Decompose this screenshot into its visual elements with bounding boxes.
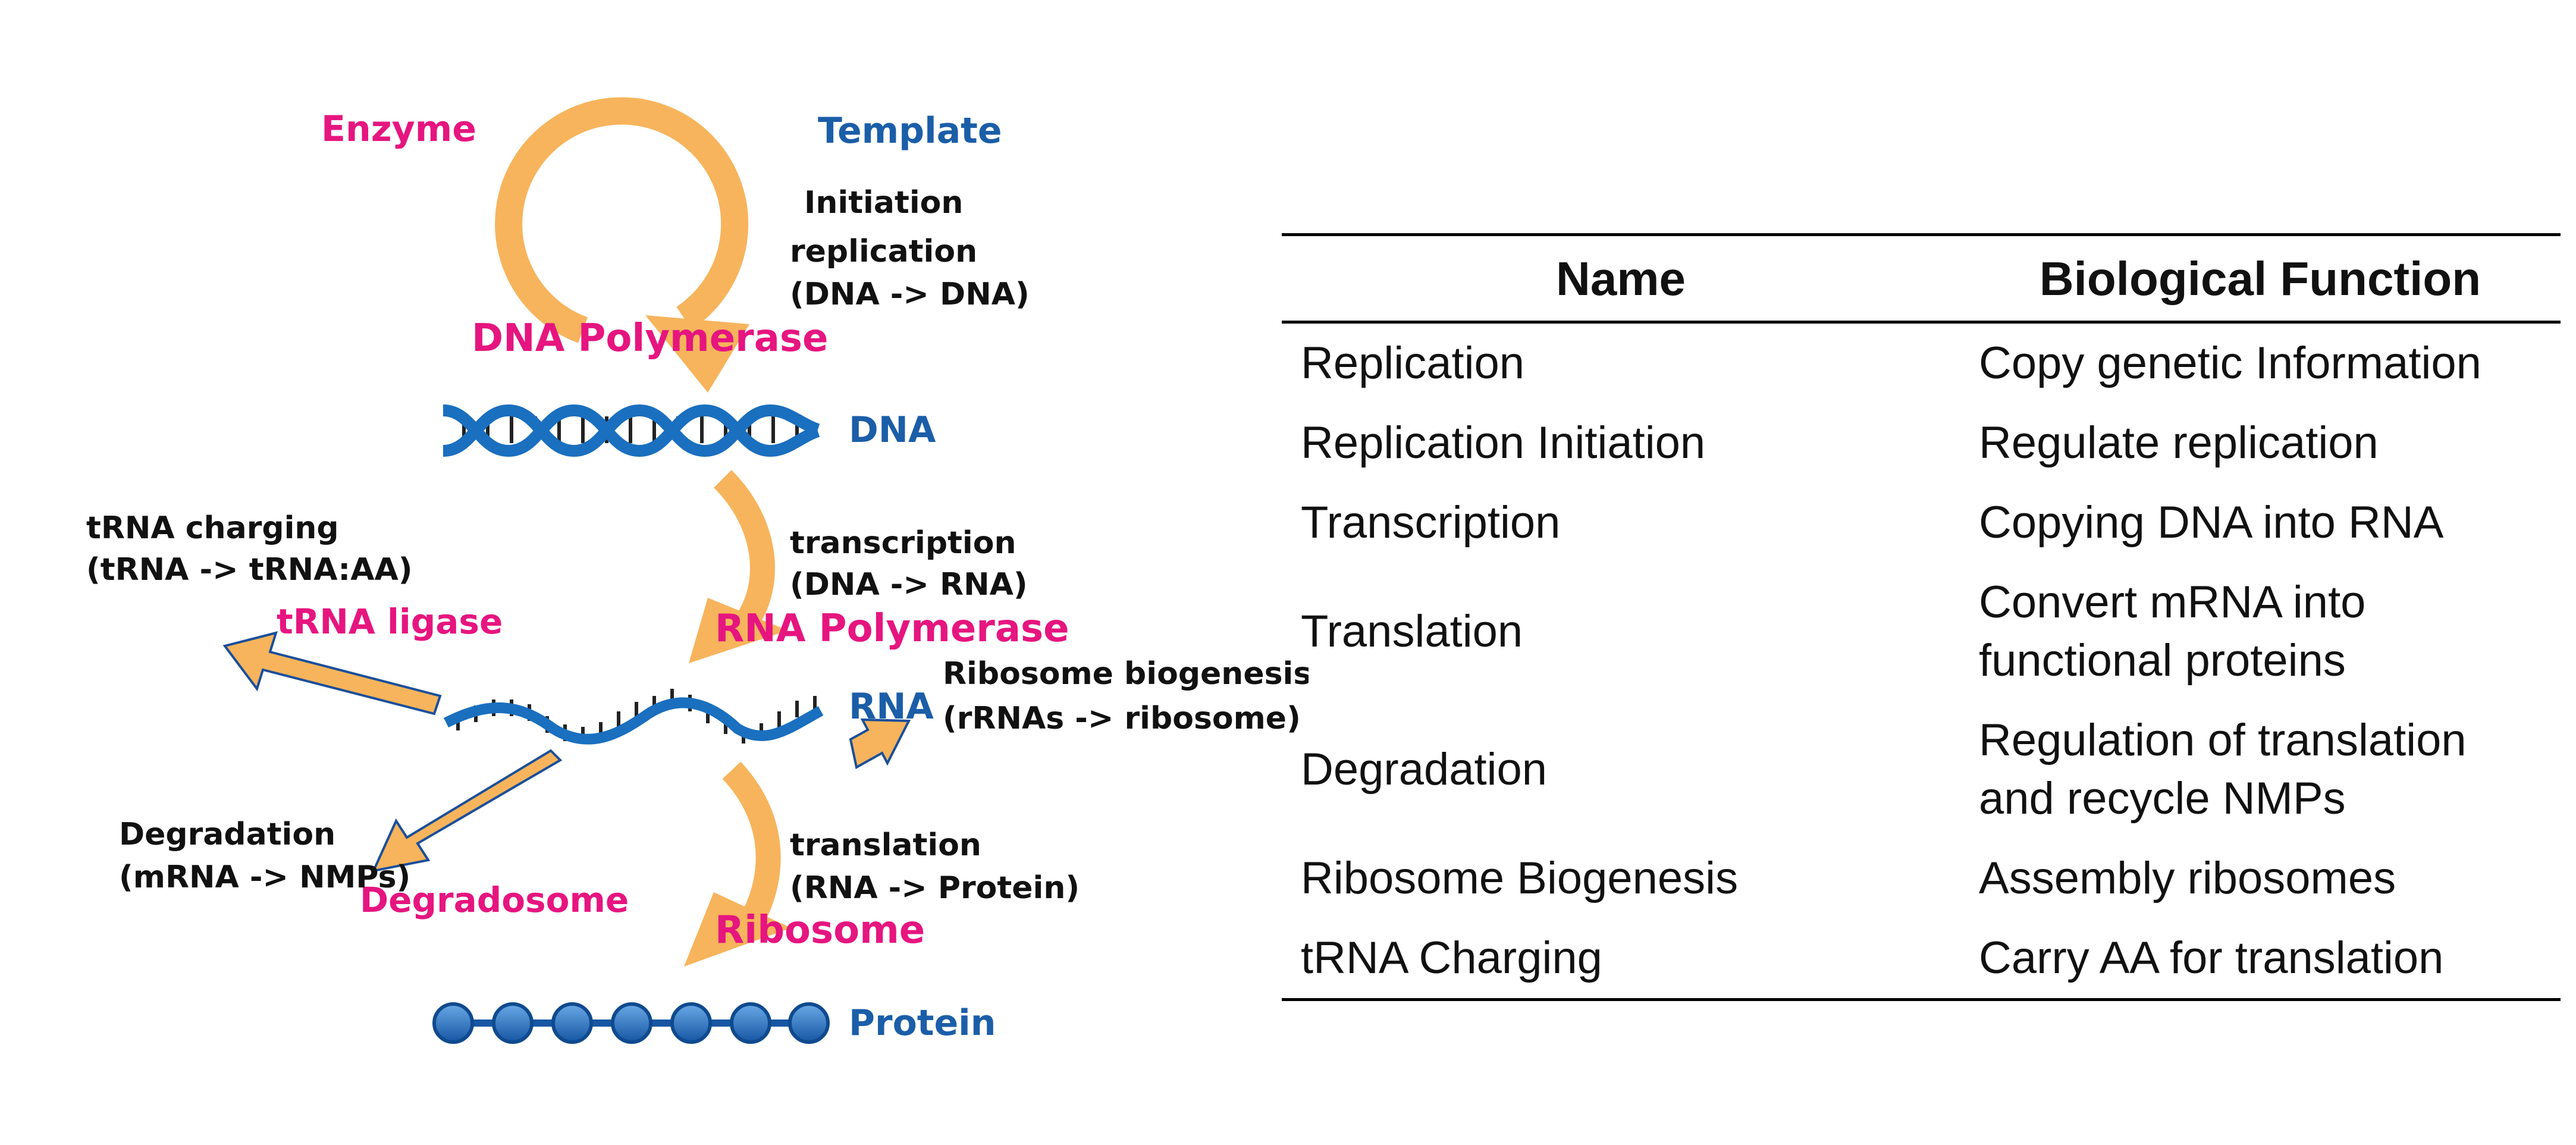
ribosome-biogenesis-process-label: (rRNAs -> ribosome)	[943, 701, 1301, 736]
function-cell: Regulation of translation and recycle NMP…	[1960, 701, 2561, 839]
degradosome-label: Degradosome	[360, 880, 629, 920]
function-cell: Copying DNA into RNA	[1960, 483, 2561, 563]
template-header: Template	[818, 110, 1002, 152]
function-line: Regulation of translation	[1979, 715, 2467, 766]
function-cell: Convert mRNA into functional proteins	[1960, 563, 2561, 701]
table-header-row: Name Biological Function	[1282, 233, 2561, 324]
name-cell: Degradation	[1301, 744, 1548, 795]
trna-ligase-label: tRNA ligase	[277, 601, 503, 642]
function-column-header: Biological Function	[1960, 233, 2561, 324]
name-cell: Transcription	[1301, 497, 1561, 548]
central-dogma-diagram: Enzyme Template Initiation replication (…	[86, 97, 1309, 1044]
translation-arrow	[722, 761, 781, 925]
function-line: and recycle NMPs	[1979, 773, 2346, 824]
enzyme-header: Enzyme	[321, 108, 476, 150]
replication-process-label: (DNA -> DNA)	[790, 277, 1030, 312]
function-line: Copying DNA into RNA	[1979, 497, 2444, 548]
table-row: Replication Copy genetic Information	[1282, 322, 2561, 404]
protein-bead-chain	[432, 1002, 830, 1044]
ribosome-biogenesis-arrow	[849, 718, 911, 770]
transcription-arrow	[713, 470, 775, 629]
function-line: Convert mRNA into	[1979, 577, 2366, 628]
function-table: Name Biological Function Replication Cop…	[1282, 233, 2561, 1001]
function-line: Assembly ribosomes	[1979, 853, 2396, 904]
replication-loop-arrow	[495, 97, 749, 343]
trna-ligase-arrow	[222, 631, 442, 716]
table-row: tRNA Charging Carry AA for translation	[1282, 918, 2561, 1001]
dna-label: DNA	[849, 409, 936, 451]
name-cell: Ribosome Biogenesis	[1301, 853, 1739, 904]
transcription-process-label: (DNA -> RNA)	[790, 567, 1028, 603]
table-row: Transcription Copying DNA into RNA	[1282, 483, 2561, 563]
degradation-label: Degradation	[119, 817, 335, 852]
dna-double-helix	[443, 404, 820, 457]
replication-label: replication	[790, 234, 977, 269]
function-line: functional proteins	[1979, 635, 2346, 686]
function-cell: Copy genetic Information	[1960, 322, 2561, 404]
translation-label: translation	[790, 827, 981, 863]
table-row: Degradation Regulation of translation and…	[1282, 701, 2561, 839]
function-cell: Carry AA for translation	[1960, 918, 2561, 1001]
ribosome-label: Ribosome	[715, 908, 925, 952]
function-line: Copy genetic Information	[1979, 338, 2481, 388]
trna-charging-process-label: (tRNA -> tRNA:AA)	[86, 552, 412, 588]
dna-polymerase-label: DNA Polymerase	[472, 316, 828, 360]
name-cell: tRNA Charging	[1282, 918, 1960, 1001]
table-row: Replication Initiation Regulate replicat…	[1282, 403, 2561, 483]
transcription-label: transcription	[790, 525, 1016, 561]
rna-strand	[443, 689, 824, 745]
degradation-arrow	[371, 749, 563, 873]
name-column-header: Name	[1282, 233, 1960, 324]
degradation-process-label: (mRNA -> NMPs)	[119, 859, 410, 895]
function-line: Carry AA for translation	[1979, 933, 2444, 983]
rna-label: RNA	[849, 686, 934, 727]
rna-polymerase-label: RNA Polymerase	[715, 607, 1069, 651]
name-cell: Replication Initiation	[1301, 418, 1706, 468]
table-row: Ribosome Biogenesis Assembly ribosomes	[1282, 839, 2561, 918]
initiation-label: Initiation	[804, 185, 963, 221]
translation-process-label: (RNA -> Protein)	[790, 870, 1080, 906]
translation-arrowhead	[684, 892, 791, 967]
ribosome-biogenesis-label: Ribosome biogenesis	[943, 656, 1309, 692]
transcription-arrowhead	[689, 598, 788, 663]
function-cell: Assembly ribosomes	[1960, 839, 2561, 918]
name-cell: Translation	[1301, 606, 1523, 657]
protein-label: Protein	[849, 1002, 996, 1044]
trna-charging-label: tRNA charging	[86, 510, 339, 546]
replication-arrowhead	[645, 315, 749, 393]
name-cell: Replication	[1301, 338, 1524, 388]
function-line: Regulate replication	[1979, 418, 2379, 468]
function-table-panel: Name Biological Function Replication Cop…	[1282, 233, 2561, 1001]
table-row: Translation Convert mRNA into functional …	[1282, 563, 2561, 701]
function-cell: Regulate replication	[1960, 403, 2561, 483]
